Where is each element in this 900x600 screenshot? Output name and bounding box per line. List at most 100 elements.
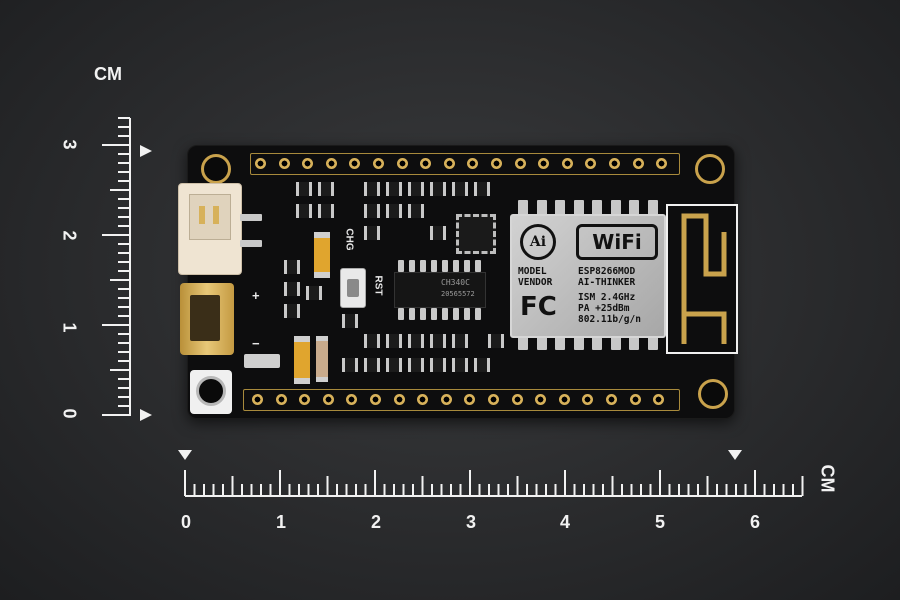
smd-resistor [452,334,468,348]
smd-resistor [430,226,446,240]
bottom-pin-header [243,389,680,411]
header-pin [373,158,384,169]
module-pin [536,200,547,216]
mount-hole-bottom-left [196,376,226,406]
header-pin [393,394,405,405]
header-pin [609,158,620,169]
top-marker-icon [140,145,152,157]
module-pin [629,200,639,216]
usb-serial-chip: CH340C 20565572 [394,272,486,308]
battery-connector [178,183,242,275]
header-pin [278,158,290,169]
wifi-logo-text: WiFi [592,230,642,254]
header-pin [632,158,644,169]
horizontal-label-6: 6 [750,512,761,532]
module-model-label: MODEL [518,266,547,277]
smd-resistor [318,204,334,218]
minus-label: − [252,336,260,351]
chip-pin [420,260,426,272]
header-pin [346,394,358,405]
chip-pin [453,260,459,272]
header-pin [275,394,287,405]
module-pin [592,334,602,350]
chip-pin [431,260,437,272]
chip-pin [475,260,481,272]
header-pin [629,394,641,405]
smd-resistor [296,204,312,218]
chg-label: CHG [343,228,355,251]
smd-resistor [430,358,446,372]
smd-resistor [284,282,300,296]
header-pin [585,158,597,169]
smd-resistor [364,226,380,240]
module-pin [573,200,584,216]
header-pin [561,158,573,169]
module-std: 802.11b/g/n [578,314,641,325]
smd-resistor [386,358,402,372]
smd-resistor [296,182,312,196]
header-pin [255,158,266,169]
header-pin [302,158,314,169]
module-ism: ISM 2.4GHz [578,292,636,303]
vertical-label-3: 3 [59,139,80,150]
header-pin [514,158,526,169]
reset-button[interactable] [340,268,366,308]
left-marker-icon [178,450,192,460]
horizontal-label-4: 4 [560,512,571,532]
fcc-logo-icon: FC [520,292,557,322]
header-pin [396,158,408,169]
vertical-label-1: 1 [59,322,80,333]
smd-resistor [364,334,380,348]
module-vendor-label: VENDOR [518,277,553,288]
smd-resistor [364,204,380,218]
header-pin [443,158,455,169]
chip-pin [453,308,459,320]
tantalum-capacitor-2 [294,336,310,384]
chip-pin [398,260,404,272]
smd-resistor [408,204,424,218]
vertical-ruler-unit: CM [94,64,122,84]
smd-resistor [364,182,380,196]
header-pin [538,158,550,169]
horizontal-label-5: 5 [655,512,666,532]
header-pin [299,394,311,405]
header-pin [535,394,547,405]
module-pa: PA +25dBm [578,303,630,314]
horizontal-ruler-unit: CM [817,464,838,493]
module-pin [629,334,639,350]
smd-resistor [408,334,424,348]
header-pin [488,394,499,405]
chip-pin [442,260,448,272]
header-pin [491,158,502,169]
header-pin [252,394,263,405]
smd-resistor [408,182,424,196]
ai-logo-text: Ai [529,234,547,250]
chip-label-line1: CH340C [441,278,470,287]
module-pin [536,334,547,350]
vertical-ruler-ticks [102,117,152,421]
header-pin [440,394,452,405]
horizontal-label-2: 2 [371,512,382,532]
module-pin [555,200,565,216]
chip-pin [475,308,481,320]
horizontal-ruler-ticks [178,450,804,497]
header-pin [558,394,570,405]
chip-pin [464,260,470,272]
smd-resistor [342,358,358,372]
vertical-label-2: 2 [59,230,80,241]
ceramic-capacitor [316,336,328,382]
smd-resistor [488,334,504,348]
chip-pin [409,260,415,272]
header-pin [370,394,381,405]
micro-usb-port[interactable] [180,283,234,355]
ai-logo-icon: Ai [520,224,556,260]
smd-resistor [408,358,424,372]
horizontal-label-3: 3 [466,512,477,532]
esp8266-module: Ai WiFi MODEL VENDOR ESP8266MOD AI-THINK… [510,214,666,338]
smd-resistor [430,334,446,348]
smd-resistor [284,304,300,318]
module-pin [592,200,602,216]
pcb-antenna [666,204,738,354]
header-pin [467,158,479,169]
smd-resistor [364,358,380,372]
